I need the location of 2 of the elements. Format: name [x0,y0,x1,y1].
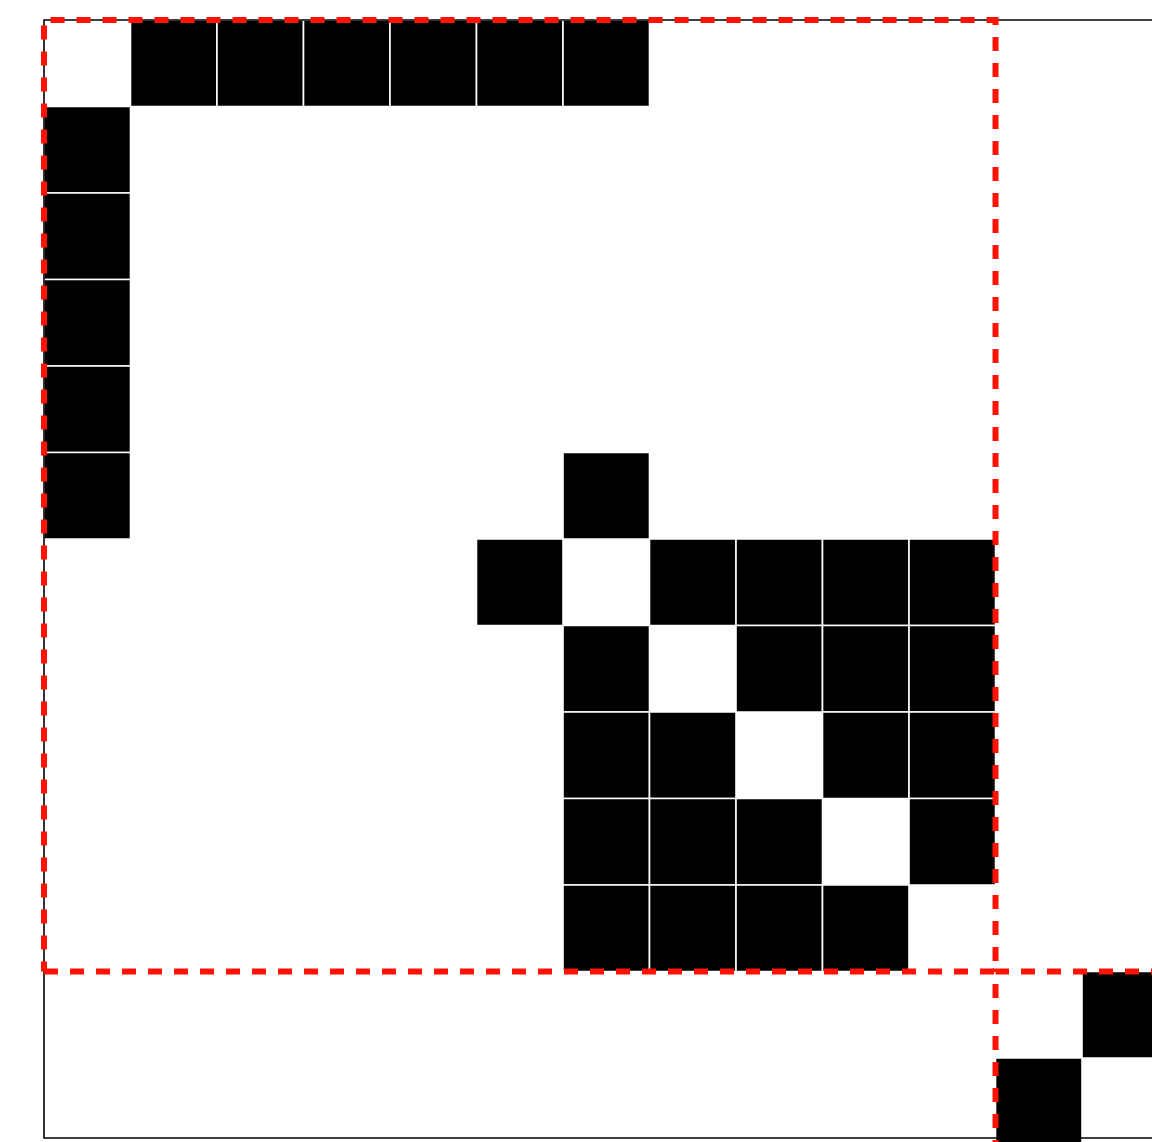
block-outline [41,17,999,975]
block-outline [992,968,1152,1142]
